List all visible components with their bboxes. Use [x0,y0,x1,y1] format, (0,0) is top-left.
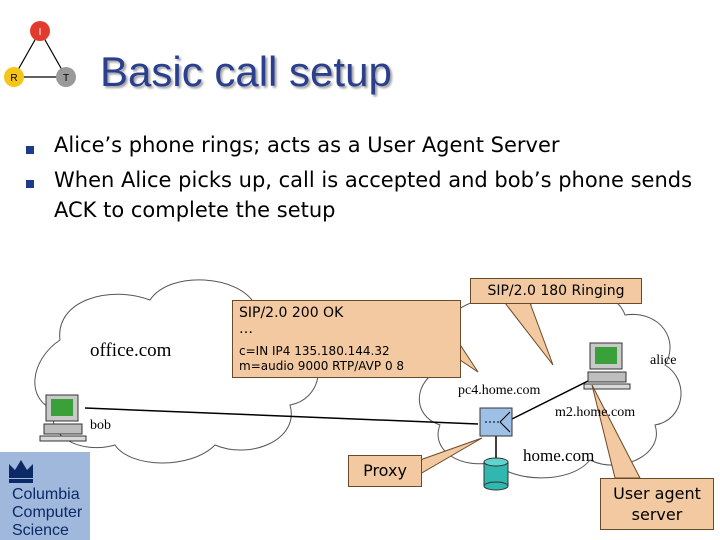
ok-callout-ellipsis: … [239,321,253,337]
page-title: Basic call setup [100,48,392,95]
logo-letter-left: R [10,73,17,84]
columbia-logo: Columbia Computer Science [0,452,90,540]
irt-logo: I R T [4,21,76,87]
router-to-alice-line [509,379,591,421]
uas-callout-line-2: server [631,505,683,524]
bullet-1-line-1: Alice’s phone rings; acts as a User Agen… [54,133,560,157]
pc4-label: pc4.home.com [458,383,541,398]
ok-callout-connection: c=IN IP4 135.180.144.32 [239,344,390,358]
proxy-callout: Proxy [348,455,422,487]
bullet-2-line-2: ACK to complete the setup [54,198,336,222]
bullet-marker [26,180,34,188]
ringing-callout: SIP/2.0 180 Ringing [470,278,642,304]
alice-label: alice [650,353,677,368]
ok-callout-media: m=audio 9000 RTP/AVP 0 8 [239,359,405,373]
columbia-line-3: Science [12,522,69,539]
ok-callout-status: SIP/2.0 200 OK [239,305,344,321]
columbia-line-1: Columbia [12,486,80,503]
crown-icon [9,460,33,483]
uas-callout: User agent server [600,478,714,530]
home-cloud-label: home.com [523,446,595,465]
alice-computer-icon [583,342,631,390]
router-icon [479,407,513,437]
bob-computer-icon [39,394,87,442]
bullet-2-line-1: When Alice picks up, call is accepted an… [54,168,693,192]
bob-label: bob [90,418,111,433]
bullet-marker [26,146,34,154]
office-cloud-label: office.com [90,340,172,361]
columbia-line-2: Computer [12,504,83,521]
m2-label: m2.home.com [555,405,636,420]
bob-to-router-line [84,407,479,425]
uas-callout-line-1: User agent [613,484,701,503]
server-icon [483,457,509,491]
ok-callout: SIP/2.0 200 OK … c=IN IP4 135.180.144.32… [232,300,461,378]
logo-letter-right: T [63,73,69,84]
logo-letter-top: I [39,27,42,38]
